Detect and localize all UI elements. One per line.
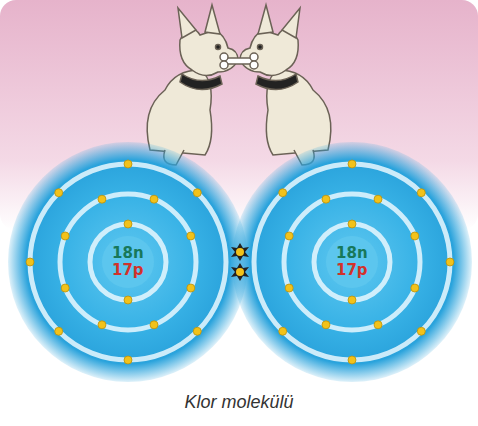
dogs-cartoon	[147, 5, 331, 165]
atom-glow	[232, 142, 472, 382]
electron	[193, 189, 201, 197]
electron	[285, 284, 293, 292]
nucleus	[326, 236, 378, 288]
electron	[417, 189, 425, 197]
electron	[98, 195, 106, 203]
electron	[348, 220, 356, 228]
electron	[374, 321, 382, 329]
electron	[322, 321, 330, 329]
electron	[411, 284, 419, 292]
electron	[61, 284, 69, 292]
electron	[61, 232, 69, 240]
electron	[124, 160, 132, 168]
electron	[150, 321, 158, 329]
shared-electrons	[231, 243, 249, 281]
proton-count: 17p	[112, 262, 144, 279]
electron	[193, 327, 201, 335]
electron	[26, 258, 34, 266]
electron	[55, 189, 63, 197]
electron	[187, 232, 195, 240]
electron	[348, 160, 356, 168]
atom-nucleus: 18n17p	[332, 243, 372, 281]
neutron-count: 18n	[336, 245, 368, 262]
atom-glow	[8, 142, 248, 382]
electron	[411, 232, 419, 240]
electron	[374, 195, 382, 203]
electron	[446, 258, 454, 266]
electron	[322, 195, 330, 203]
atom-nucleus: 18n17p	[108, 243, 148, 281]
nucleus	[102, 236, 154, 288]
electron	[150, 195, 158, 203]
electron	[124, 296, 132, 304]
electrons	[26, 160, 454, 364]
electron	[279, 189, 287, 197]
electron	[98, 321, 106, 329]
electron	[285, 232, 293, 240]
neutron-count: 18n	[112, 245, 144, 262]
electron-shells	[30, 164, 450, 360]
electron	[279, 327, 287, 335]
electron	[124, 356, 132, 364]
electron	[55, 327, 63, 335]
electron	[417, 327, 425, 335]
electron	[348, 356, 356, 364]
caption: Klor molekülü	[0, 392, 478, 413]
proton-count: 17p	[336, 262, 368, 279]
electron	[348, 296, 356, 304]
electron	[124, 220, 132, 228]
electron	[187, 284, 195, 292]
